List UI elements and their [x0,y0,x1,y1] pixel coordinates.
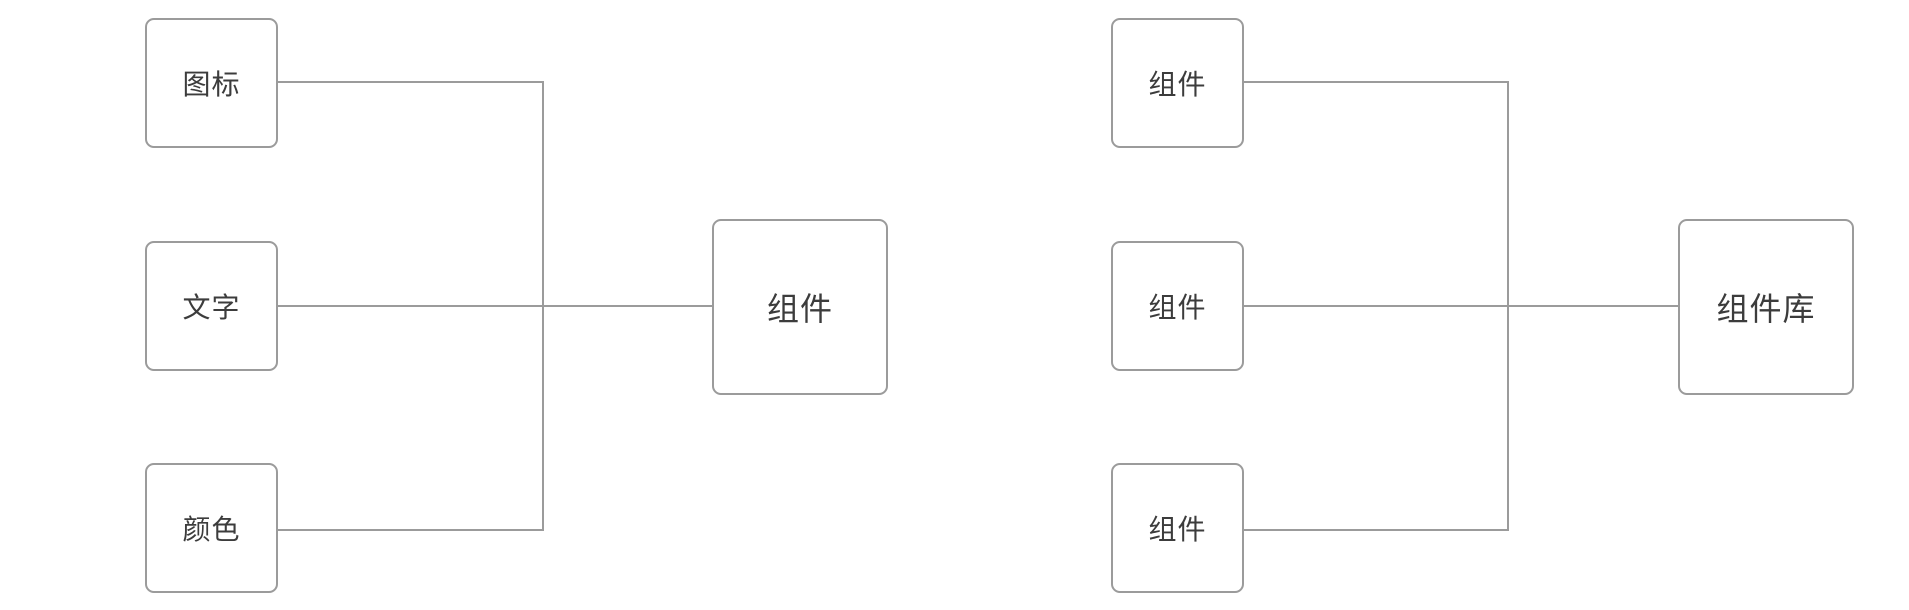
node-color[interactable]: 颜色 [145,463,278,593]
node-color-label: 颜色 [182,514,241,545]
node-component-root[interactable]: 组件 [712,219,888,395]
node-component-root-label: 组件 [766,291,833,327]
edge-left-top [278,81,544,83]
node-icon[interactable]: 图标 [145,18,278,148]
node-text[interactable]: 文字 [145,241,278,371]
node-icon-label: 图标 [182,69,241,100]
node-component-library-root-label: 组件库 [1716,291,1816,327]
edge-right-top [1244,81,1509,83]
node-component-3-label: 组件 [1148,514,1207,545]
edge-left-bottom [278,529,544,531]
node-text-label: 文字 [182,292,241,323]
node-component-3[interactable]: 组件 [1111,463,1244,593]
edge-right-bottom [1244,529,1509,531]
node-component-2-label: 组件 [1148,292,1207,323]
node-component-1[interactable]: 组件 [1111,18,1244,148]
edge-right-trunk [1507,81,1509,531]
edge-left-middle [278,305,712,307]
edge-left-trunk [542,81,544,531]
edge-right-middle [1244,305,1678,307]
node-component-library-root[interactable]: 组件库 [1678,219,1854,395]
node-component-1-label: 组件 [1148,69,1207,100]
node-component-2[interactable]: 组件 [1111,241,1244,371]
